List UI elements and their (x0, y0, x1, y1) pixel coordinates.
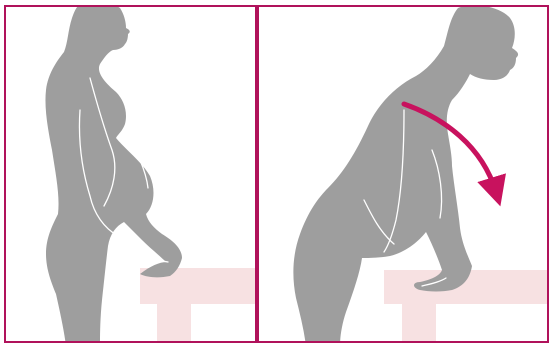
posture-illustration (0, 0, 553, 346)
figure (0, 0, 553, 346)
